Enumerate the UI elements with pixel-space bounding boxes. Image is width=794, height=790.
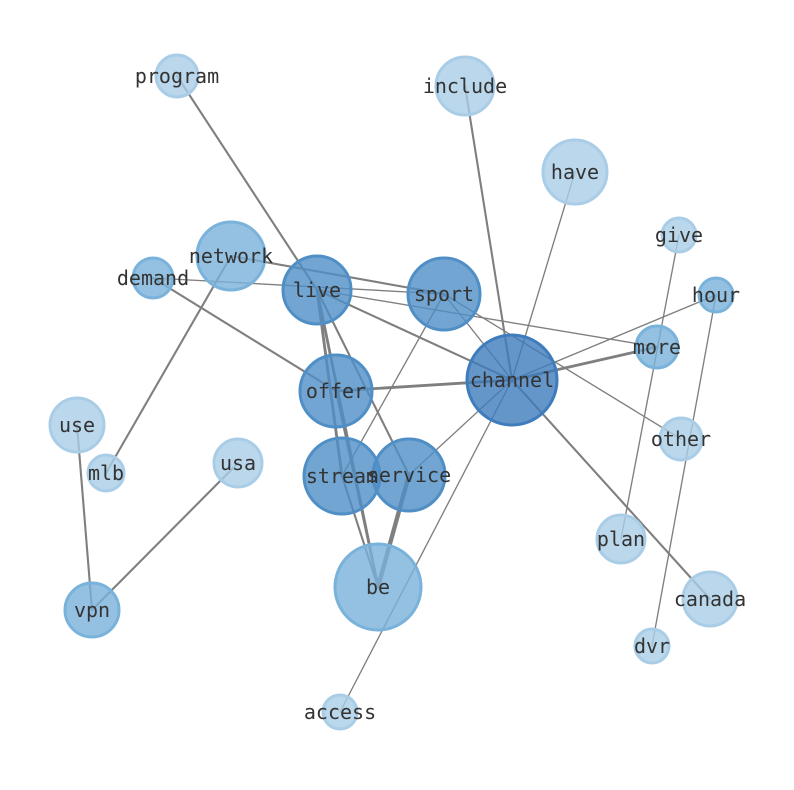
node-label-offer: offer	[306, 379, 366, 403]
node-label-canada: canada	[674, 587, 746, 611]
node-demand	[131, 256, 175, 300]
node-label-hour: hour	[692, 283, 740, 307]
node-hour	[697, 276, 735, 314]
node-label-vpn: vpn	[74, 598, 110, 622]
node-dvr	[633, 627, 671, 665]
node-service	[371, 437, 447, 513]
node-label-access: access	[304, 700, 376, 724]
node-access	[321, 693, 359, 731]
edge-channel-canada	[510, 378, 712, 601]
node-label-other: other	[651, 427, 711, 451]
node-label-program: program	[135, 64, 219, 88]
node-channel	[465, 333, 559, 427]
node-network	[195, 220, 267, 292]
node-layer	[48, 53, 739, 731]
edge-sport-other	[443, 293, 682, 440]
node-more	[634, 324, 680, 370]
node-offer	[298, 353, 374, 429]
node-sport	[406, 256, 482, 332]
node-mlb	[86, 453, 126, 493]
node-plan	[595, 513, 647, 565]
node-include	[434, 55, 496, 117]
node-label-service: service	[367, 463, 451, 487]
node-use	[48, 396, 106, 454]
node-label-more: more	[633, 335, 681, 359]
node-vpn	[63, 581, 121, 639]
node-label-include: include	[423, 74, 507, 98]
node-label-plan: plan	[597, 527, 645, 551]
node-program	[154, 53, 200, 99]
edge-use-vpn	[75, 423, 94, 612]
node-canada	[681, 570, 739, 628]
node-label-use: use	[59, 413, 95, 437]
node-label-have: have	[551, 160, 599, 184]
node-usa	[212, 437, 264, 489]
node-label-usa: usa	[220, 451, 256, 475]
node-label-mlb: mlb	[88, 461, 124, 485]
node-give	[660, 216, 698, 254]
edge-give-plan	[620, 234, 680, 540]
node-label-network: network	[189, 244, 273, 268]
node-have	[541, 138, 609, 206]
node-label-stream: stream	[306, 464, 378, 488]
node-label-demand: demand	[117, 266, 189, 290]
node-label-channel: channel	[470, 368, 554, 392]
edge-usa-vpn	[90, 461, 240, 612]
edge-live-more	[316, 289, 658, 348]
node-other	[658, 416, 704, 462]
node-label-live: live	[293, 278, 341, 302]
node-be	[333, 542, 423, 632]
node-label-sport: sport	[414, 282, 474, 306]
edge-program-live	[175, 74, 319, 292]
node-label-dvr: dvr	[634, 634, 670, 658]
node-label-give: give	[655, 223, 703, 247]
edge-channel-access	[339, 379, 513, 713]
node-label-be: be	[366, 575, 390, 599]
edge-network-mlb	[104, 254, 233, 475]
node-live	[281, 254, 353, 326]
edge-hour-dvr	[651, 294, 717, 647]
